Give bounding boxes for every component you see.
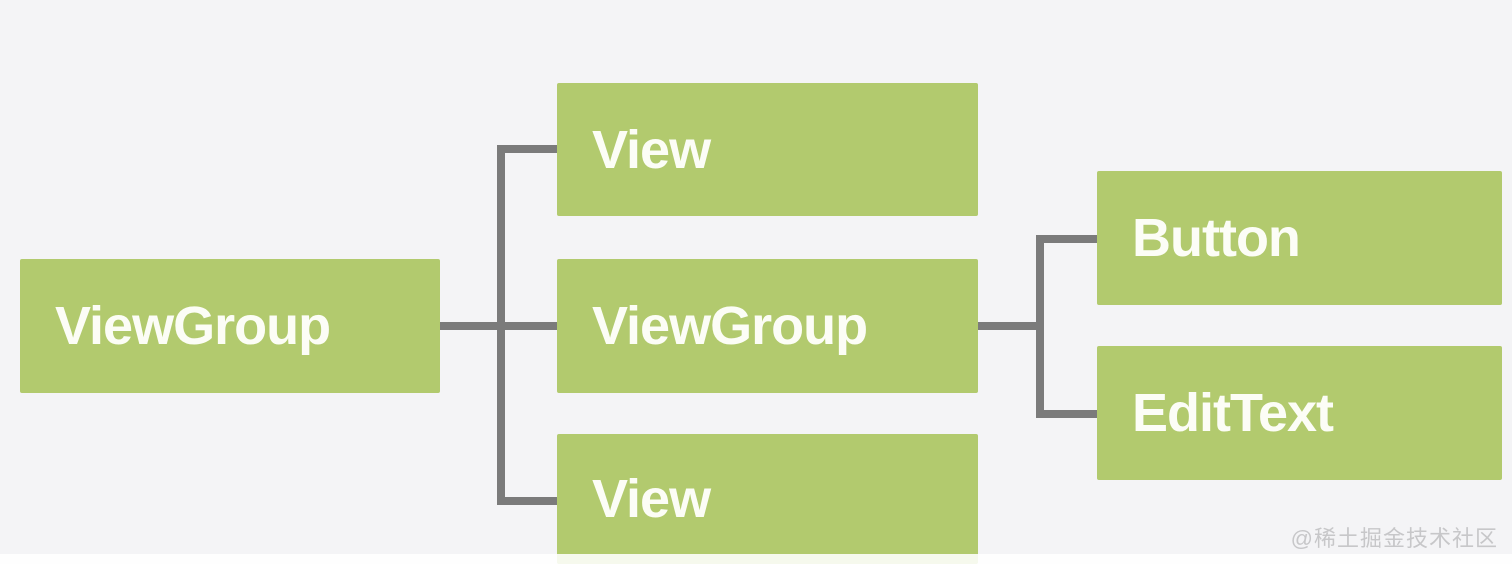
connector-stub-to-view-bottom bbox=[497, 497, 557, 505]
node-view-bottom: View bbox=[557, 434, 978, 564]
node-label: View bbox=[592, 469, 711, 529]
node-viewgroup-middle: ViewGroup bbox=[557, 259, 978, 393]
connector-right-vertical-rail bbox=[1036, 235, 1044, 418]
connector-viewgroup-to-grandchildren bbox=[978, 322, 1040, 330]
node-button: Button bbox=[1097, 171, 1502, 305]
connector-stub-to-button bbox=[1036, 235, 1097, 243]
node-label: EditText bbox=[1132, 383, 1334, 443]
watermark: @稀土掘金技术社区 bbox=[1290, 526, 1498, 551]
bottom-fade-strip bbox=[0, 554, 1512, 564]
node-view-top: View bbox=[557, 83, 978, 216]
node-label: Button bbox=[1132, 208, 1301, 268]
connector-left-vertical-rail bbox=[497, 145, 505, 505]
node-viewgroup-root: ViewGroup bbox=[20, 259, 440, 393]
connector-stub-to-view-top bbox=[497, 145, 557, 153]
node-edittext: EditText bbox=[1097, 346, 1502, 480]
connector-stub-to-edittext bbox=[1036, 410, 1097, 418]
node-label: ViewGroup bbox=[55, 296, 331, 356]
node-label: ViewGroup bbox=[592, 296, 868, 356]
node-label: View bbox=[592, 119, 711, 180]
